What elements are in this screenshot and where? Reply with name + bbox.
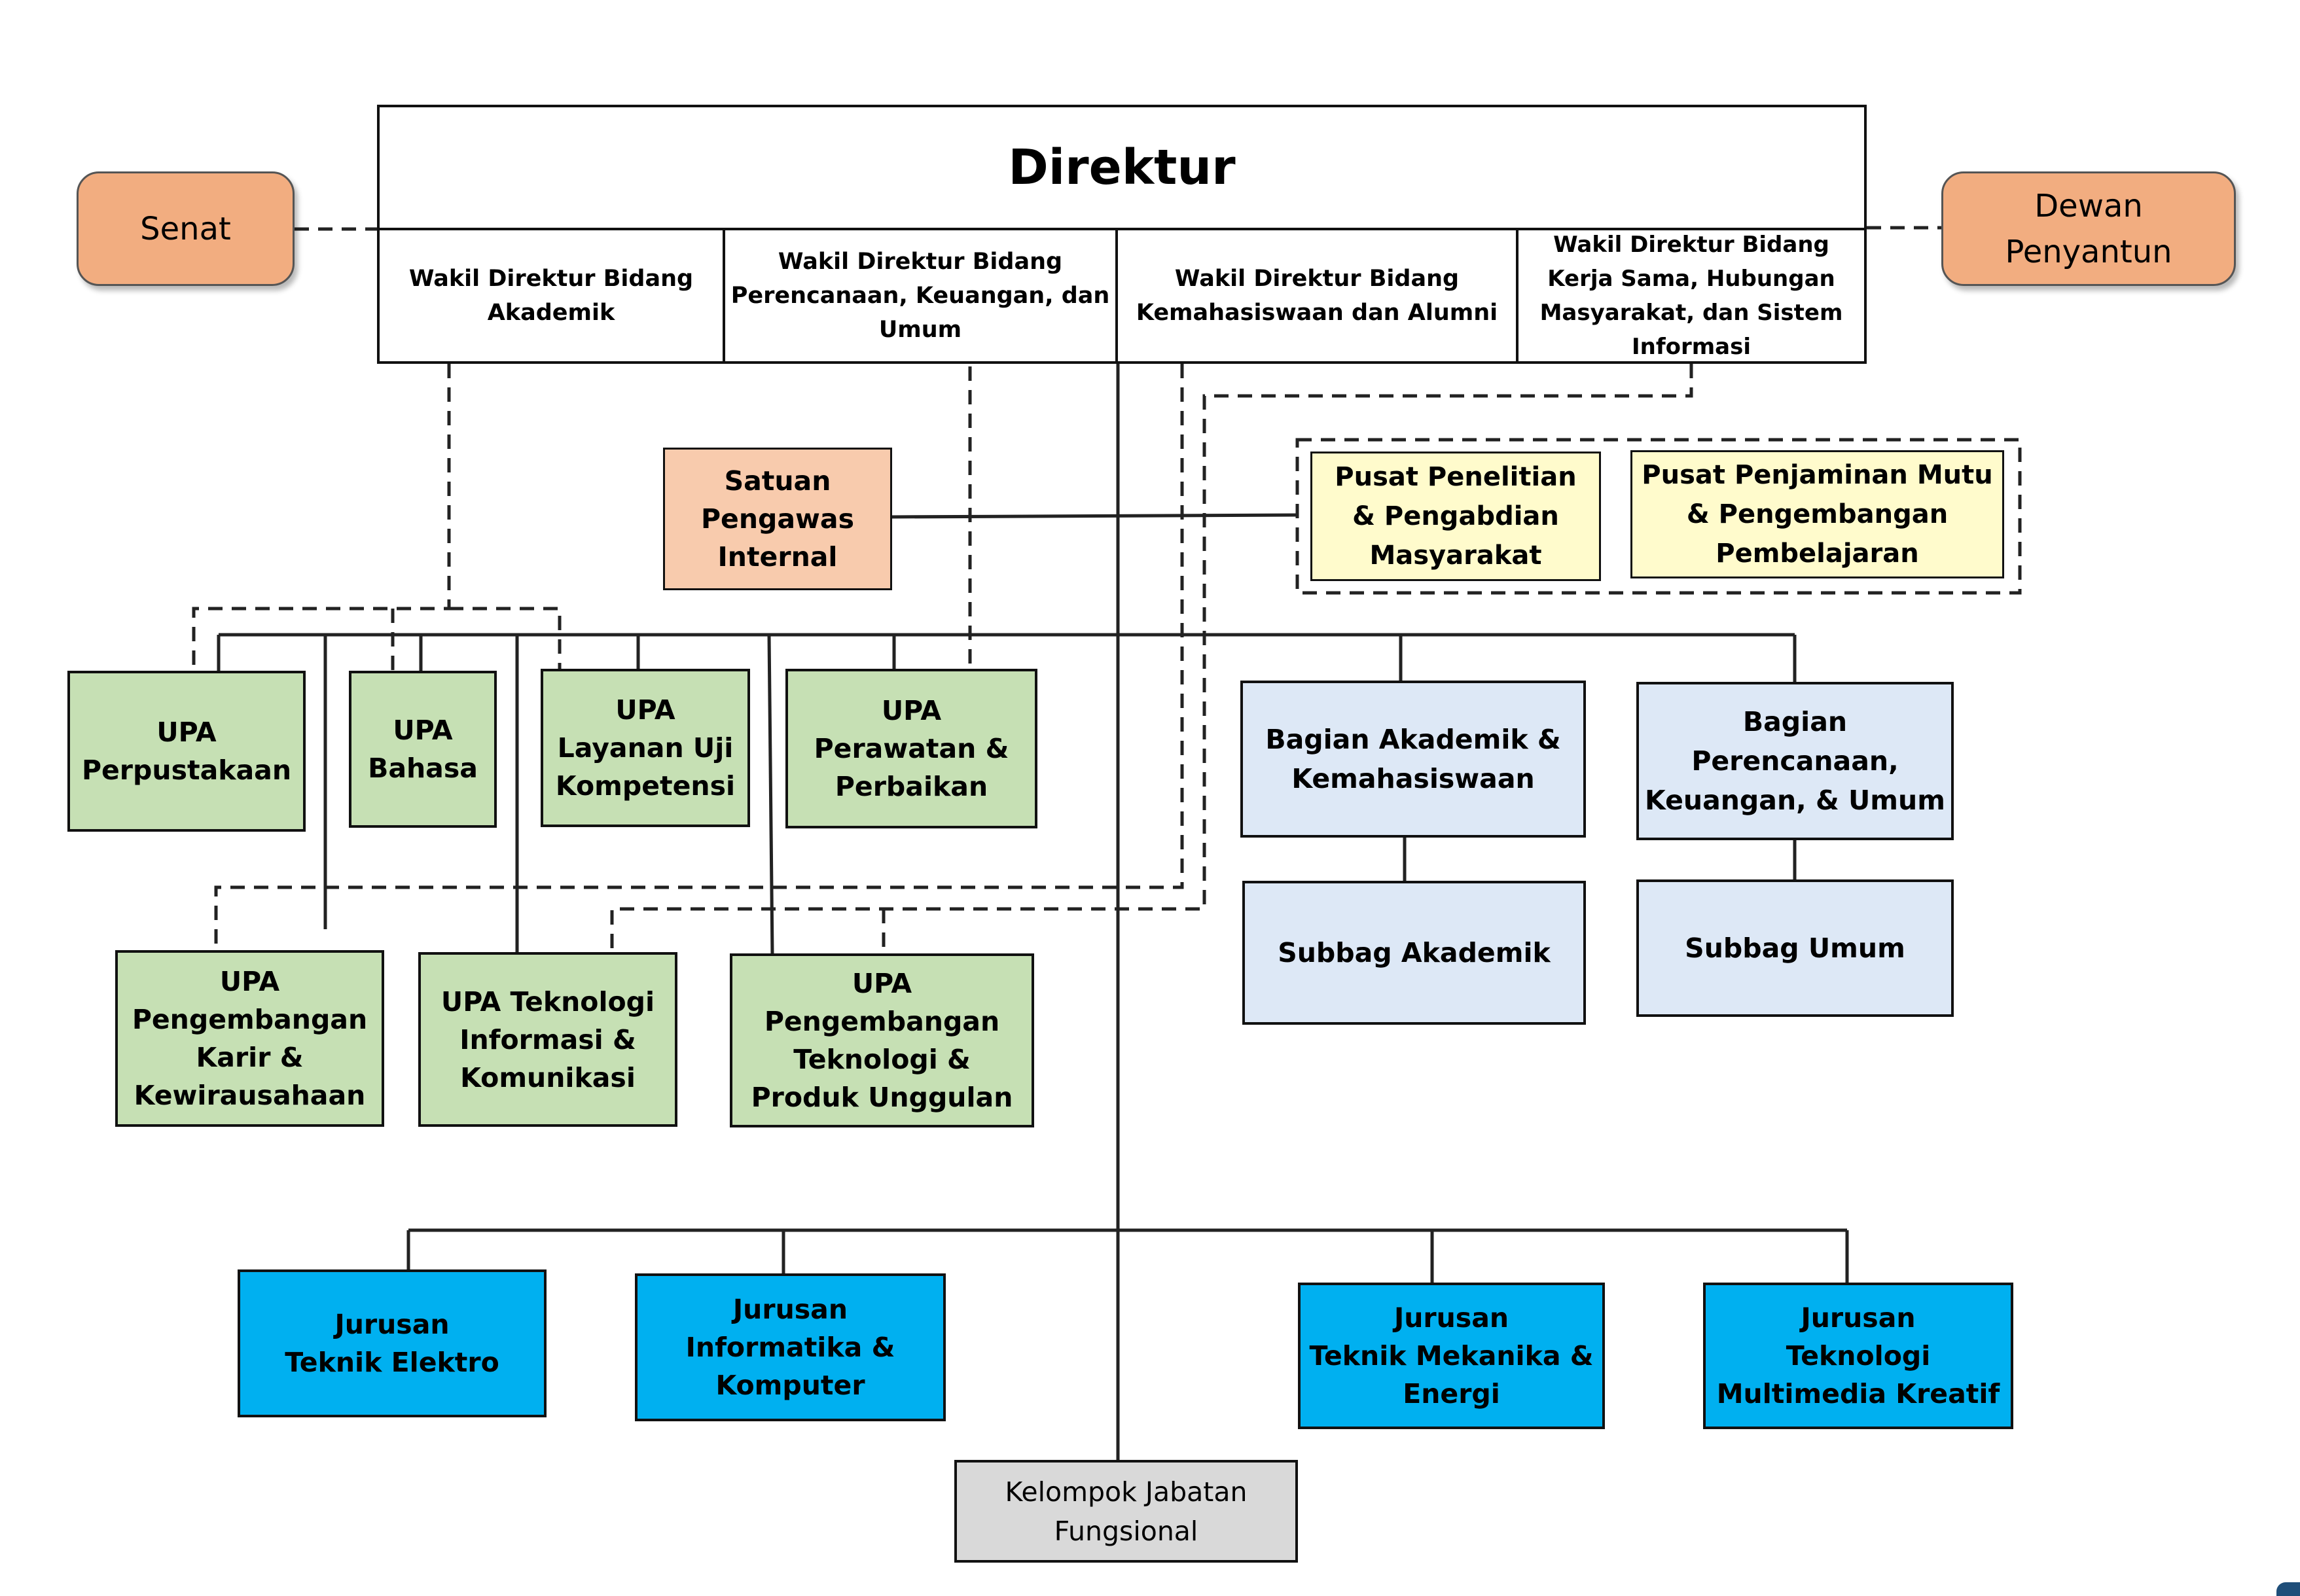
dashed-connectors	[192, 226, 2022, 953]
upa-perawatan-perbaikan-box: UPA Perawatan & Perbaikan	[785, 669, 1037, 828]
upa-bahasa-box: UPA Bahasa	[349, 671, 497, 828]
solid-connectors	[217, 360, 1849, 1460]
upa-pengembangan-karir-box: UPA Pengembangan Karir & Kewirausahaan	[115, 950, 384, 1127]
direktur-box: Direktur	[377, 105, 1867, 230]
pusat-penjaminan-mutu-box: Pusat Penjaminan Mutu & Pengembangan Pem…	[1630, 450, 2004, 578]
upa-layanan-uji-kompetensi-box: UPA Layanan Uji Kompetensi	[541, 669, 750, 827]
jurusan-teknik-elektro-box: Jurusan Teknik Elektro	[238, 1269, 547, 1417]
wadir-kerjasama-box: Wakil Direktur Bidang Kerja Sama, Hubung…	[1516, 228, 1867, 364]
jurusan-multimedia-kreatif-box: Jurusan Teknologi Multimedia Kreatif	[1703, 1283, 2013, 1429]
jurusan-informatika-box: Jurusan Informatika & Komputer	[635, 1273, 946, 1421]
kelompok-jabatan-fungsional-box: Kelompok Jabatan Fungsional	[954, 1460, 1298, 1563]
wadir-akademik-box: Wakil Direktur Bidang Akademik	[377, 228, 725, 364]
wadir-kemahasiswaan-box: Wakil Direktur Bidang Kemahasiswaan dan …	[1115, 228, 1518, 364]
subbag-akademik-box: Subbag Akademik	[1242, 881, 1586, 1025]
upa-perpustakaan-box: UPA Perpustakaan	[67, 671, 306, 832]
jurusan-teknik-mekanika-box: Jurusan Teknik Mekanika & Energi	[1298, 1283, 1605, 1429]
bagian-perencanaan-box: Bagian Perencanaan, Keuangan, & Umum	[1636, 682, 1954, 840]
upa-pengembangan-teknologi-box: UPA Pengembangan Teknologi & Produk Ungg…	[730, 953, 1034, 1127]
pusat-penelitian-box: Pusat Penelitian & Pengabdian Masyarakat	[1310, 452, 1601, 581]
wadir-perencanaan-box: Wakil Direktur Bidang Perencanaan, Keuan…	[723, 228, 1118, 364]
subbag-umum-box: Subbag Umum	[1636, 879, 1954, 1017]
dewan-penyantun-box: Dewan Penyantun	[1941, 171, 2236, 286]
upa-teknologi-informasi-box: UPA Teknologi Informasi & Komunikasi	[418, 952, 677, 1127]
senat-box: Senat	[77, 171, 295, 286]
bagian-akademik-box: Bagian Akademik & Kemahasiswaan	[1240, 681, 1586, 838]
corner-logo-fragment	[2276, 1582, 2300, 1596]
spi-box: Satuan Pengawas Internal	[663, 448, 892, 590]
